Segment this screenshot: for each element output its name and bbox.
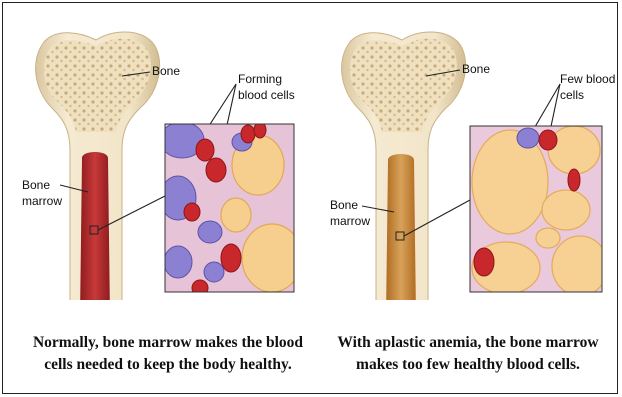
left-bone	[36, 32, 160, 330]
right-bone	[342, 32, 466, 330]
left-caption-line1: Normally, bone marrow makes the blood	[18, 332, 318, 354]
left-caption-line2: cells needed to keep the body healthy.	[18, 354, 318, 376]
left-forming-label-line1: Forming	[238, 72, 282, 86]
right-caption: With aplastic anemia, the bone marrow ma…	[318, 332, 618, 376]
right-marrow-label-line1: Bone	[330, 198, 358, 212]
left-marrow-label-line2: marrow	[22, 194, 62, 208]
right-bone-label: Bone	[462, 62, 490, 76]
right-inset	[470, 126, 608, 296]
left-bone-label: Bone	[152, 64, 180, 78]
left-forming-label-line2: blood cells	[238, 88, 295, 102]
left-marrow	[80, 152, 110, 318]
left-caption: Normally, bone marrow makes the blood ce…	[18, 332, 318, 376]
left-inset	[160, 122, 302, 296]
right-marrow	[386, 154, 416, 318]
right-marrow-label-line2: marrow	[330, 214, 370, 228]
right-caption-line2: makes too few healthy blood cells.	[318, 354, 618, 376]
right-few-label-line1: Few blood	[560, 72, 615, 86]
right-few-label-line2: cells	[560, 88, 584, 102]
left-marrow-label-line1: Bone	[22, 178, 50, 192]
right-caption-line1: With aplastic anemia, the bone marrow	[318, 332, 618, 354]
